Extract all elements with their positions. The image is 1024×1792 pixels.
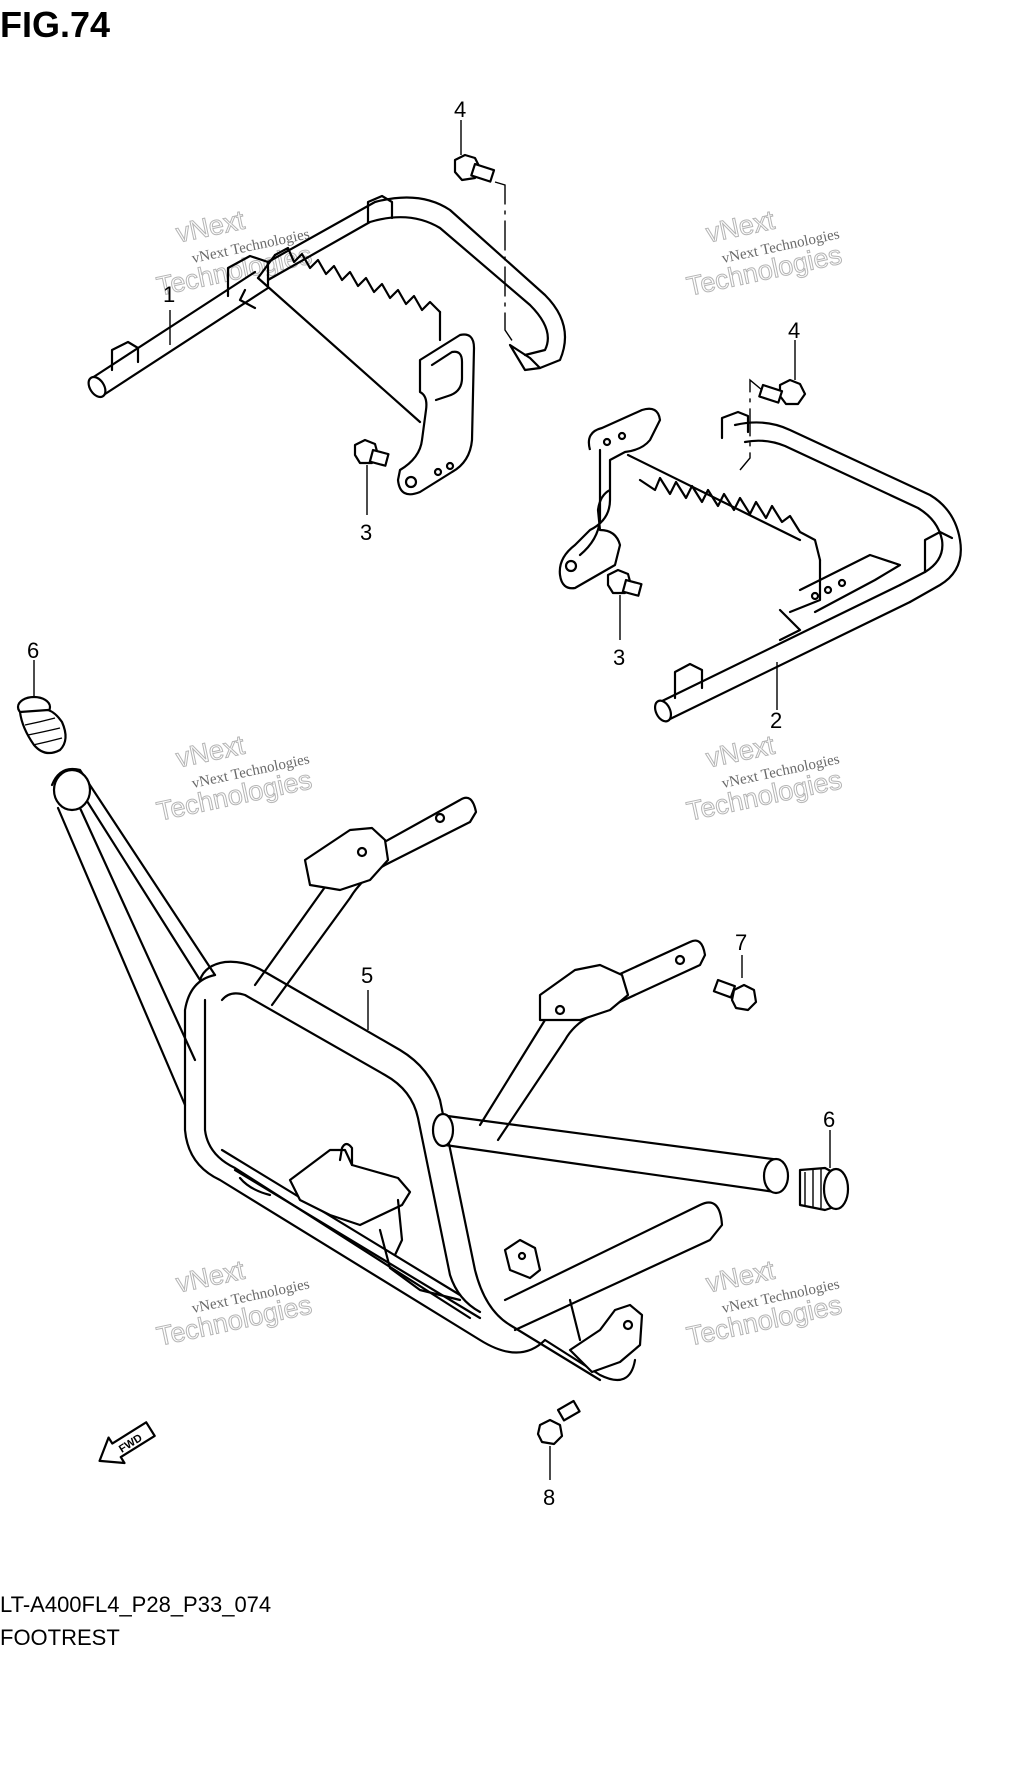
figure-title: FIG.74: [0, 4, 111, 45]
bolt-part-7: [712, 955, 758, 1012]
bolt-part-3-right: [606, 568, 643, 640]
callout-3-right: 3: [613, 645, 625, 670]
footrest-left-part-1: [87, 194, 567, 496]
callout-7: 7: [735, 930, 747, 955]
diagram-name: FOOTREST: [0, 1625, 120, 1650]
watermark-mid-right: vNext Technologies vNext Technologies: [684, 729, 845, 827]
callout-5: 5: [361, 963, 373, 988]
watermark-mid-left: vNext Technologies vNext Technologies: [154, 729, 315, 827]
bolt-part-4-top: [453, 153, 516, 346]
watermark-bottom-left: vNext Technologies vNext Technologies: [154, 1254, 315, 1352]
bolt-part-4-right: [739, 378, 807, 471]
callout-2: 2: [770, 708, 782, 733]
bolt-part-8: [536, 1399, 581, 1480]
bolt-part-3-left: [353, 438, 390, 515]
fwd-arrow-icon: FWD: [98, 1421, 156, 1465]
watermark-bottom-right: vNext Technologies vNext Technologies: [684, 1254, 845, 1352]
callout-6-left: 6: [27, 638, 39, 663]
grip-plug-part-6-right: [798, 1130, 850, 1212]
callout-8: 8: [543, 1485, 555, 1510]
grip-plug-part-6-left: [16, 660, 67, 755]
watermark-top-right: vNext Technologies vNext Technologies: [684, 204, 845, 302]
callout-1: 1: [163, 282, 175, 307]
frame-bumper-part-5: [50, 767, 790, 1382]
callout-4-right: 4: [788, 318, 800, 343]
callout-3-left: 3: [360, 520, 372, 545]
diagram-code: LT-A400FL4_P28_P33_074: [0, 1592, 272, 1617]
callout-6-right: 6: [823, 1107, 835, 1132]
callout-4-top: 4: [454, 97, 466, 122]
footrest-right-part-2: [558, 407, 962, 723]
